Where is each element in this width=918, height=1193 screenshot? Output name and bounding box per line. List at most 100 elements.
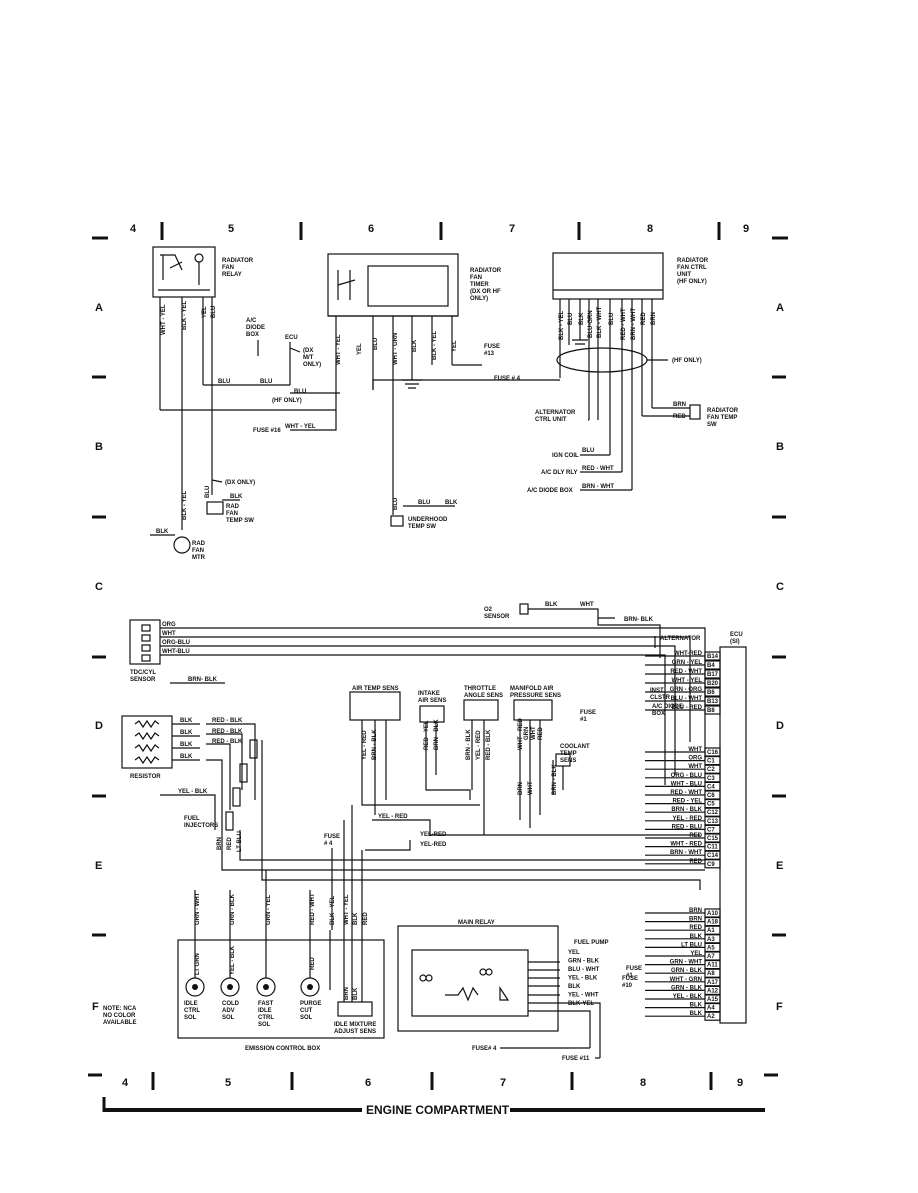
wire-wht-yel-fuse16: WHT - YEL [285,424,316,430]
ecu-pin-b8-terminal [704,705,721,715]
wire-wht-grn-timer: WHT - GRN [393,333,399,365]
ecu-pin-c4-pin-label: C4 [707,784,715,790]
wire-wht-yel-timer: WHT - YEL [336,334,342,365]
ecu-pin-b14-terminal [704,651,721,661]
ecu-pin-c14-wire-label: BRN - WHT [670,850,702,856]
o2-sensor-body [519,603,529,615]
ecu-pin-c15-pin-label: C15 [707,836,719,842]
wire-blk-yel-relay: BLK - YEL [182,300,188,330]
radiator-fan-temp-sw-body [689,404,701,420]
grid-bottom-col-9: 9 [737,1077,743,1089]
wire-red-wht-acdly: RED - WHT [582,466,614,472]
tdc-wire-wht-blu: WHT-BLU [162,649,190,655]
ecu-pin-c9-terminal [704,859,721,869]
ecu-pin-c11-wire-label: WHT - RED [670,842,702,848]
main-relay: MAIN RELAY [397,920,559,1032]
ecu-pin-c1-wire-label: ORG [688,756,702,762]
fuse-4-top-label: FUSE # 4 [494,376,521,382]
tdc-wire-wht: WHT [162,631,176,637]
ecu-pin-b20-pin-label: B20 [707,681,719,687]
main-relay-wire-2: BLU - WHT [568,967,600,973]
ecu-pin-c5-wire-label: RED - YEL [672,799,702,805]
alternator-label: ALTERNATOR [660,636,701,642]
wire-red-tempsw: RED [673,414,686,420]
ecu-pin-c13-wire-label: YEL - RED [672,816,702,822]
row-a-right: A [776,302,784,314]
wire-grn-wht-ecb: GRN - WHT [195,892,201,925]
ecu-pin-a2-terminal [704,1011,721,1021]
wire-yel-red-mid-2: YEL-RED [420,832,447,838]
row-e-left: E [95,860,102,872]
wire-blu-dx: BLU [205,486,211,498]
main-relay-wire-6: BLK-YEL [568,1001,594,1007]
underhood-temp-sw-body [390,515,404,527]
res-wire-blk-2: BLK [180,730,193,736]
wire-red-wht-ecb: RED - WHT [310,893,316,925]
fuse-4b-label: FUSE# 4 [472,1046,497,1052]
wire-brn-mid: BRN [217,837,223,850]
ecu-pin-c12-wire-label: BRN - BLK [671,807,702,813]
ecu-pin-c1-terminal [704,755,721,766]
grid-bottom-col-6: 6 [365,1077,371,1089]
wire-blu-relay: BLU [211,306,217,318]
wire-yel-blk-inj: YEL - BLK [178,789,208,795]
ac-diode-box-right-label: A/C DIODE BOX [527,488,573,494]
wire-red-ecb: RED [363,912,369,925]
grid-bottom-col-5: 5 [225,1077,231,1089]
hf-only-label-2: (HF ONLY) [272,398,302,404]
ac-dly-rly-label: A/C DLY RLY [541,470,577,476]
wire-red-ecb-2: RED [310,957,316,970]
sens-wire-wht-red: WHT - RED [518,718,524,750]
row-e-right: E [776,860,783,872]
res-out-red-blk-3: RED - BLK [212,739,243,745]
ecu-pin-a4-wire-label: BLK [690,1003,703,1009]
sens-wire-red-blk: RED - BLK [486,729,492,760]
fuse-16-label: FUSE #16 [253,428,281,434]
row-markers: A A B B C C D D E E F [92,302,786,1013]
ecu-pin-b8-pin-label: B8 [707,708,715,714]
wire-blk-o2: BLK [545,602,558,608]
ecu-si-label: ECU(SI) [730,632,743,645]
ecu-pin-b20-terminal [704,678,721,688]
ecu-pin-c4-wire-label: WHT - BLU [671,781,702,787]
wire-blu-hf: BLU [294,389,306,395]
wire-blu-ctrl: BLU [568,313,574,325]
ecu-pin-a2-pin-label: A2 [707,1014,715,1020]
ecu-pin-a2-wire-label: BLK [690,1011,703,1017]
row-a-left: A [95,302,103,314]
ecu-pin-c15-wire-label: RED [689,833,702,839]
row-b-right: B [776,441,784,453]
wire-red-ctrl: RED [641,312,647,325]
wire-blk-radtemp: BLK [230,494,243,500]
grid-bottom-col-7: 7 [500,1077,506,1089]
wire-blu-underhood: BLU [393,498,399,510]
ecu-pin-c5-terminal [704,798,721,809]
fuel-pump-label: FUEL PUMP [574,940,609,946]
sensor-wire-runs [361,720,564,835]
wire-red-wht-ctrl: RED - WHT [621,308,627,340]
row-d-right: D [776,720,784,732]
sens-wire-brn: BRN [518,782,524,795]
wire-blk-ctrl: BLK [579,312,585,325]
sens-wire-wht-2: WHT [528,781,534,795]
sens-wire-brn-blk: BRN - BLK [372,729,378,760]
wire-red-mid: RED [227,837,233,850]
fuel-injector-4 [249,739,258,759]
ecu-pin-a4-terminal [704,1002,721,1013]
row-b-left: B [95,441,103,453]
ecu-pin-c7-wire-label: RED - BLU [672,824,702,830]
row-f-right: F [776,1001,783,1013]
wire-wht-o2: WHT [580,602,594,608]
ecu-pin-a15-wire-label: YEL - BLK [673,994,703,1000]
grid-bottom-col-4: 4 [122,1077,129,1089]
ecu-pin-c6-pin-label: C6 [707,793,715,799]
